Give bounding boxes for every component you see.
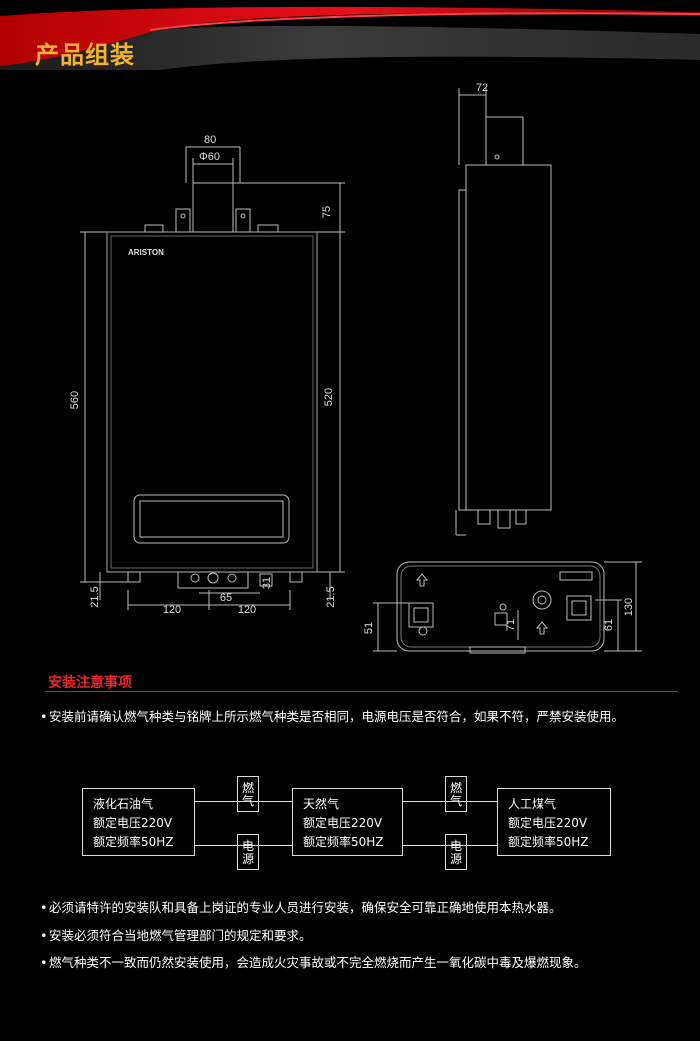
- brand-label: ARISTON: [128, 248, 164, 257]
- gas-name: 液化石油气: [93, 797, 154, 811]
- dim-right-bottom: 21.5: [325, 586, 337, 607]
- gas-type-box: 液化石油气 额定电压220V 额定频率50HZ: [82, 788, 195, 856]
- bullet-dot-icon: •: [40, 709, 48, 724]
- gas-voltage: 额定电压220V: [303, 816, 383, 830]
- bottom-view: [373, 561, 642, 654]
- notice-bullet-2: •必须请特许的安装队和具备上岗证的专业人员进行安装，确保安全可靠正确地使用本热水…: [40, 895, 562, 921]
- connector-power: 电源: [445, 834, 467, 870]
- installation-dimension-drawing: ARISTON 80 Φ60 75 560 520 21.5 21.5 65 3…: [69, 82, 642, 654]
- side-view: [455, 88, 552, 536]
- bullet-dot-icon: •: [40, 900, 48, 915]
- dim-bottom-depth: 130: [623, 598, 635, 616]
- notice-bullet-3: •安装必须符合当地燃气管理部门的规定和要求。: [40, 923, 312, 949]
- dim-left-bottom: 21.5: [89, 586, 101, 607]
- notice-bullet-1: •安装前请确认燃气种类与铭牌上所示燃气种类是否相同，电源电压是否符合，如果不符，…: [40, 704, 660, 730]
- dim-right-span: 120: [238, 604, 256, 616]
- header-banner: [0, 6, 700, 70]
- dim-small: 31: [261, 577, 273, 589]
- gas-frequency: 额定频率50HZ: [508, 835, 589, 849]
- connector-line: [403, 845, 497, 846]
- gas-voltage: 额定电压220V: [93, 816, 173, 830]
- connector-line: [403, 801, 497, 802]
- dim-flue-offset: 72: [476, 82, 488, 94]
- dim-center: 65: [220, 592, 232, 604]
- notice-bullet-4: •燃气种类不一致而仍然安装使用，会造成火灾事故或不完全燃烧而产生一氧化碳中毒及爆…: [40, 950, 587, 976]
- gas-frequency: 额定频率50HZ: [93, 835, 174, 849]
- dim-pipe: Φ60: [199, 151, 220, 163]
- front-view: [80, 146, 345, 610]
- notice-title: 安装注意事项: [48, 675, 132, 691]
- connector-gas: 燃气: [445, 776, 467, 812]
- dim-bottom-left: 51: [363, 622, 375, 634]
- notice-divider: [45, 691, 678, 692]
- dim-flue-height: 75: [321, 206, 333, 218]
- page-title: 产品组装: [35, 41, 135, 69]
- gas-type-box: 人工煤气 额定电压220V 额定频率50HZ: [497, 788, 611, 856]
- connector-line: [195, 845, 292, 846]
- dim-body-height: 520: [323, 388, 335, 406]
- bullet-dot-icon: •: [40, 928, 48, 943]
- gas-name: 人工煤气: [508, 797, 557, 811]
- connector-gas: 燃气: [237, 776, 259, 812]
- connector-power: 电源: [237, 834, 259, 870]
- dim-bottom-mid: 71: [505, 619, 517, 631]
- dim-top-width: 80: [204, 134, 216, 146]
- dim-total-height: 560: [69, 391, 81, 409]
- gas-type-box: 天然气 额定电压220V 额定频率50HZ: [292, 788, 403, 856]
- bullet-dot-icon: •: [40, 955, 48, 970]
- dim-left-span: 120: [163, 604, 181, 616]
- gas-voltage: 额定电压220V: [508, 816, 588, 830]
- connector-line: [195, 801, 292, 802]
- gas-name: 天然气: [303, 797, 340, 811]
- gas-frequency: 额定频率50HZ: [303, 835, 384, 849]
- dim-bottom-right: 61: [603, 619, 615, 631]
